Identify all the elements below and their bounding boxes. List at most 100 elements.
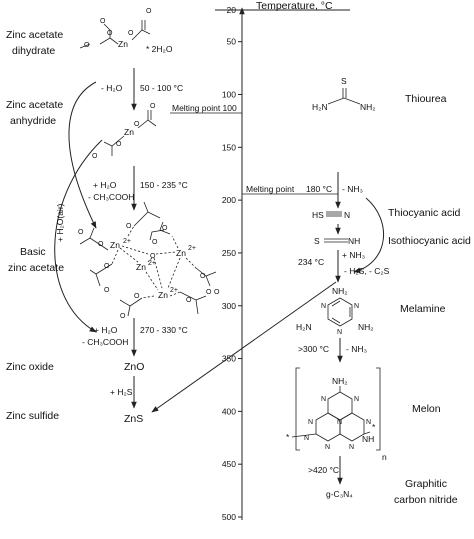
atom-o: O <box>104 263 110 270</box>
atom-o: O <box>98 241 104 248</box>
atom-zn: Zn <box>110 240 120 250</box>
atom-o: O <box>214 289 220 296</box>
zn-charge: 2+ <box>148 260 156 267</box>
axis-tick-label: 450 <box>222 459 236 469</box>
label-line-2: dihydrate <box>12 45 55 57</box>
temperature-axis: Temperature, °C 205010015020025030035040… <box>215 0 350 522</box>
atom-o-center: O <box>150 253 156 260</box>
step3-reagent-1: + H₂O <box>94 325 118 335</box>
atom-s: S <box>341 76 347 86</box>
dihydrate-water: * 2H₂O <box>146 44 173 54</box>
atom-o: O <box>126 223 132 230</box>
axis-tick-label: 20 <box>227 5 237 15</box>
label-graphitic-carbon-nitride: Graphitic carbon nitride <box>394 478 458 506</box>
atom-o: O <box>162 225 168 232</box>
atom-o: O <box>150 103 156 110</box>
label-zinc-acetate-anhydride: Zinc acetate anhydride <box>6 99 63 127</box>
atom-o: O <box>128 30 134 37</box>
step2-reagent-2: - CH₃COOH <box>88 192 134 202</box>
group-nh2: NH₂ <box>360 102 376 112</box>
label-thiourea: Thiourea <box>405 93 447 105</box>
label-melon: Melon <box>412 403 441 415</box>
atom-hs: HS <box>312 210 324 220</box>
group-nh: NH <box>362 434 374 444</box>
structure-basic-zinc-acetate: Zn 2+ Zn 2+ Zn 2+ Zn 2+ O O O O O <box>78 201 220 320</box>
atom-n: N <box>308 419 313 426</box>
zn-charge: 2+ <box>188 245 196 252</box>
atom-o: O <box>104 287 110 294</box>
label-line-1: Graphitic <box>405 478 447 490</box>
label-thiocyanic-acid: Thiocyanic acid <box>388 207 461 219</box>
atom-n: N <box>354 303 359 310</box>
atom-o: O <box>100 18 106 25</box>
atom-n: N <box>366 419 371 426</box>
atom-n: N <box>349 444 354 451</box>
step3-condition: 270 - 330 °C <box>140 325 188 335</box>
step2-reagent-1: + H₂O <box>93 180 117 190</box>
atom-n: N <box>304 435 309 442</box>
chain-star: * <box>372 422 376 432</box>
label-line-2: carbon nitride <box>394 494 458 506</box>
cond-234: 234 °C <box>298 257 324 267</box>
melting-point-180-value: 180 °C <box>306 184 332 194</box>
atom-o: O <box>107 30 113 37</box>
cond-300: >300 °C <box>298 344 329 354</box>
atom-o: O <box>134 293 140 300</box>
label-line-2: anhydride <box>10 115 56 127</box>
structure-zinc-acetate-anhydride: Zn O O O O <box>92 103 157 160</box>
structure-melon: n * * NH₂ N N N N N N N N NH <box>286 367 387 462</box>
label-isothiocyanic-acid: Isothiocyanic acid <box>388 235 471 247</box>
product-zno: ZnO <box>124 361 144 373</box>
zn-charge: 2+ <box>123 238 131 245</box>
h2s-cs2: - H₂S, - C₂S <box>344 266 390 276</box>
product-zns: ZnS <box>124 413 143 425</box>
atom-n: N <box>321 396 326 403</box>
label-zinc-sulfide: Zinc sulfide <box>6 410 59 422</box>
nh3-loss-2: - NH₃ <box>346 344 367 354</box>
axis-tick-label: 500 <box>222 512 236 522</box>
atom-n: N <box>321 303 326 310</box>
axis-tick-label: 200 <box>222 195 236 205</box>
chain-star: * <box>286 432 290 442</box>
axis-tick-label: 150 <box>222 142 236 152</box>
structure-melamine: NH₂ N N N H₂N NH₂ <box>296 286 374 336</box>
group-nh2: NH₂ <box>332 376 348 386</box>
atom-n: N <box>344 210 350 220</box>
axis-tick-label: 250 <box>222 248 236 258</box>
atom-o: O <box>92 153 98 160</box>
atom-n: N <box>325 444 330 451</box>
axis-tick-label: 300 <box>222 301 236 311</box>
atom-o: O <box>200 273 206 280</box>
arrow-h2s-to-zns <box>151 281 337 413</box>
curve-arrow-dihydrate-to-basic <box>68 81 97 229</box>
atom-s: S <box>314 236 320 246</box>
label-line-1: Zinc acetate <box>6 29 63 41</box>
atom-o: O <box>116 141 122 148</box>
axis-tick-label: 100 <box>222 90 236 100</box>
group-h2n: H₂N <box>296 322 312 332</box>
axis-tick-label: 50 <box>227 37 237 47</box>
cond-420: >420 °C <box>308 465 339 475</box>
label-line-2: zinc acetate <box>8 262 64 274</box>
atom-o: O <box>134 121 140 128</box>
label-melamine: Melamine <box>400 303 446 315</box>
step1-condition: 50 - 100 °C <box>140 83 183 93</box>
group-nh2: NH₂ <box>332 286 348 296</box>
curve-arrow-thiocyanic <box>353 197 385 274</box>
structure-isothiocyanic-acid: S NH <box>314 236 360 246</box>
repeat-n: n <box>382 452 387 462</box>
axis-title: Temperature, °C <box>256 0 333 12</box>
structure-thiourea: S H₂N NH₂ <box>312 76 376 112</box>
atom-zn: Zn <box>158 290 168 300</box>
melting-point-100-label: Melting point 100 <box>172 103 237 113</box>
step4-reagent: + H₂S <box>110 387 133 397</box>
atom-zn: Zn <box>176 248 186 258</box>
atom-o: O <box>152 239 158 246</box>
structure-thiocyanic-acid: HS N <box>312 210 350 220</box>
product-gcn: g-C₃N₄ <box>326 489 353 499</box>
step3-reagent-2: - CH₃COOH <box>82 337 128 347</box>
air-water-label: + H₂O(air) <box>55 203 65 242</box>
atom-n: N <box>337 329 342 336</box>
